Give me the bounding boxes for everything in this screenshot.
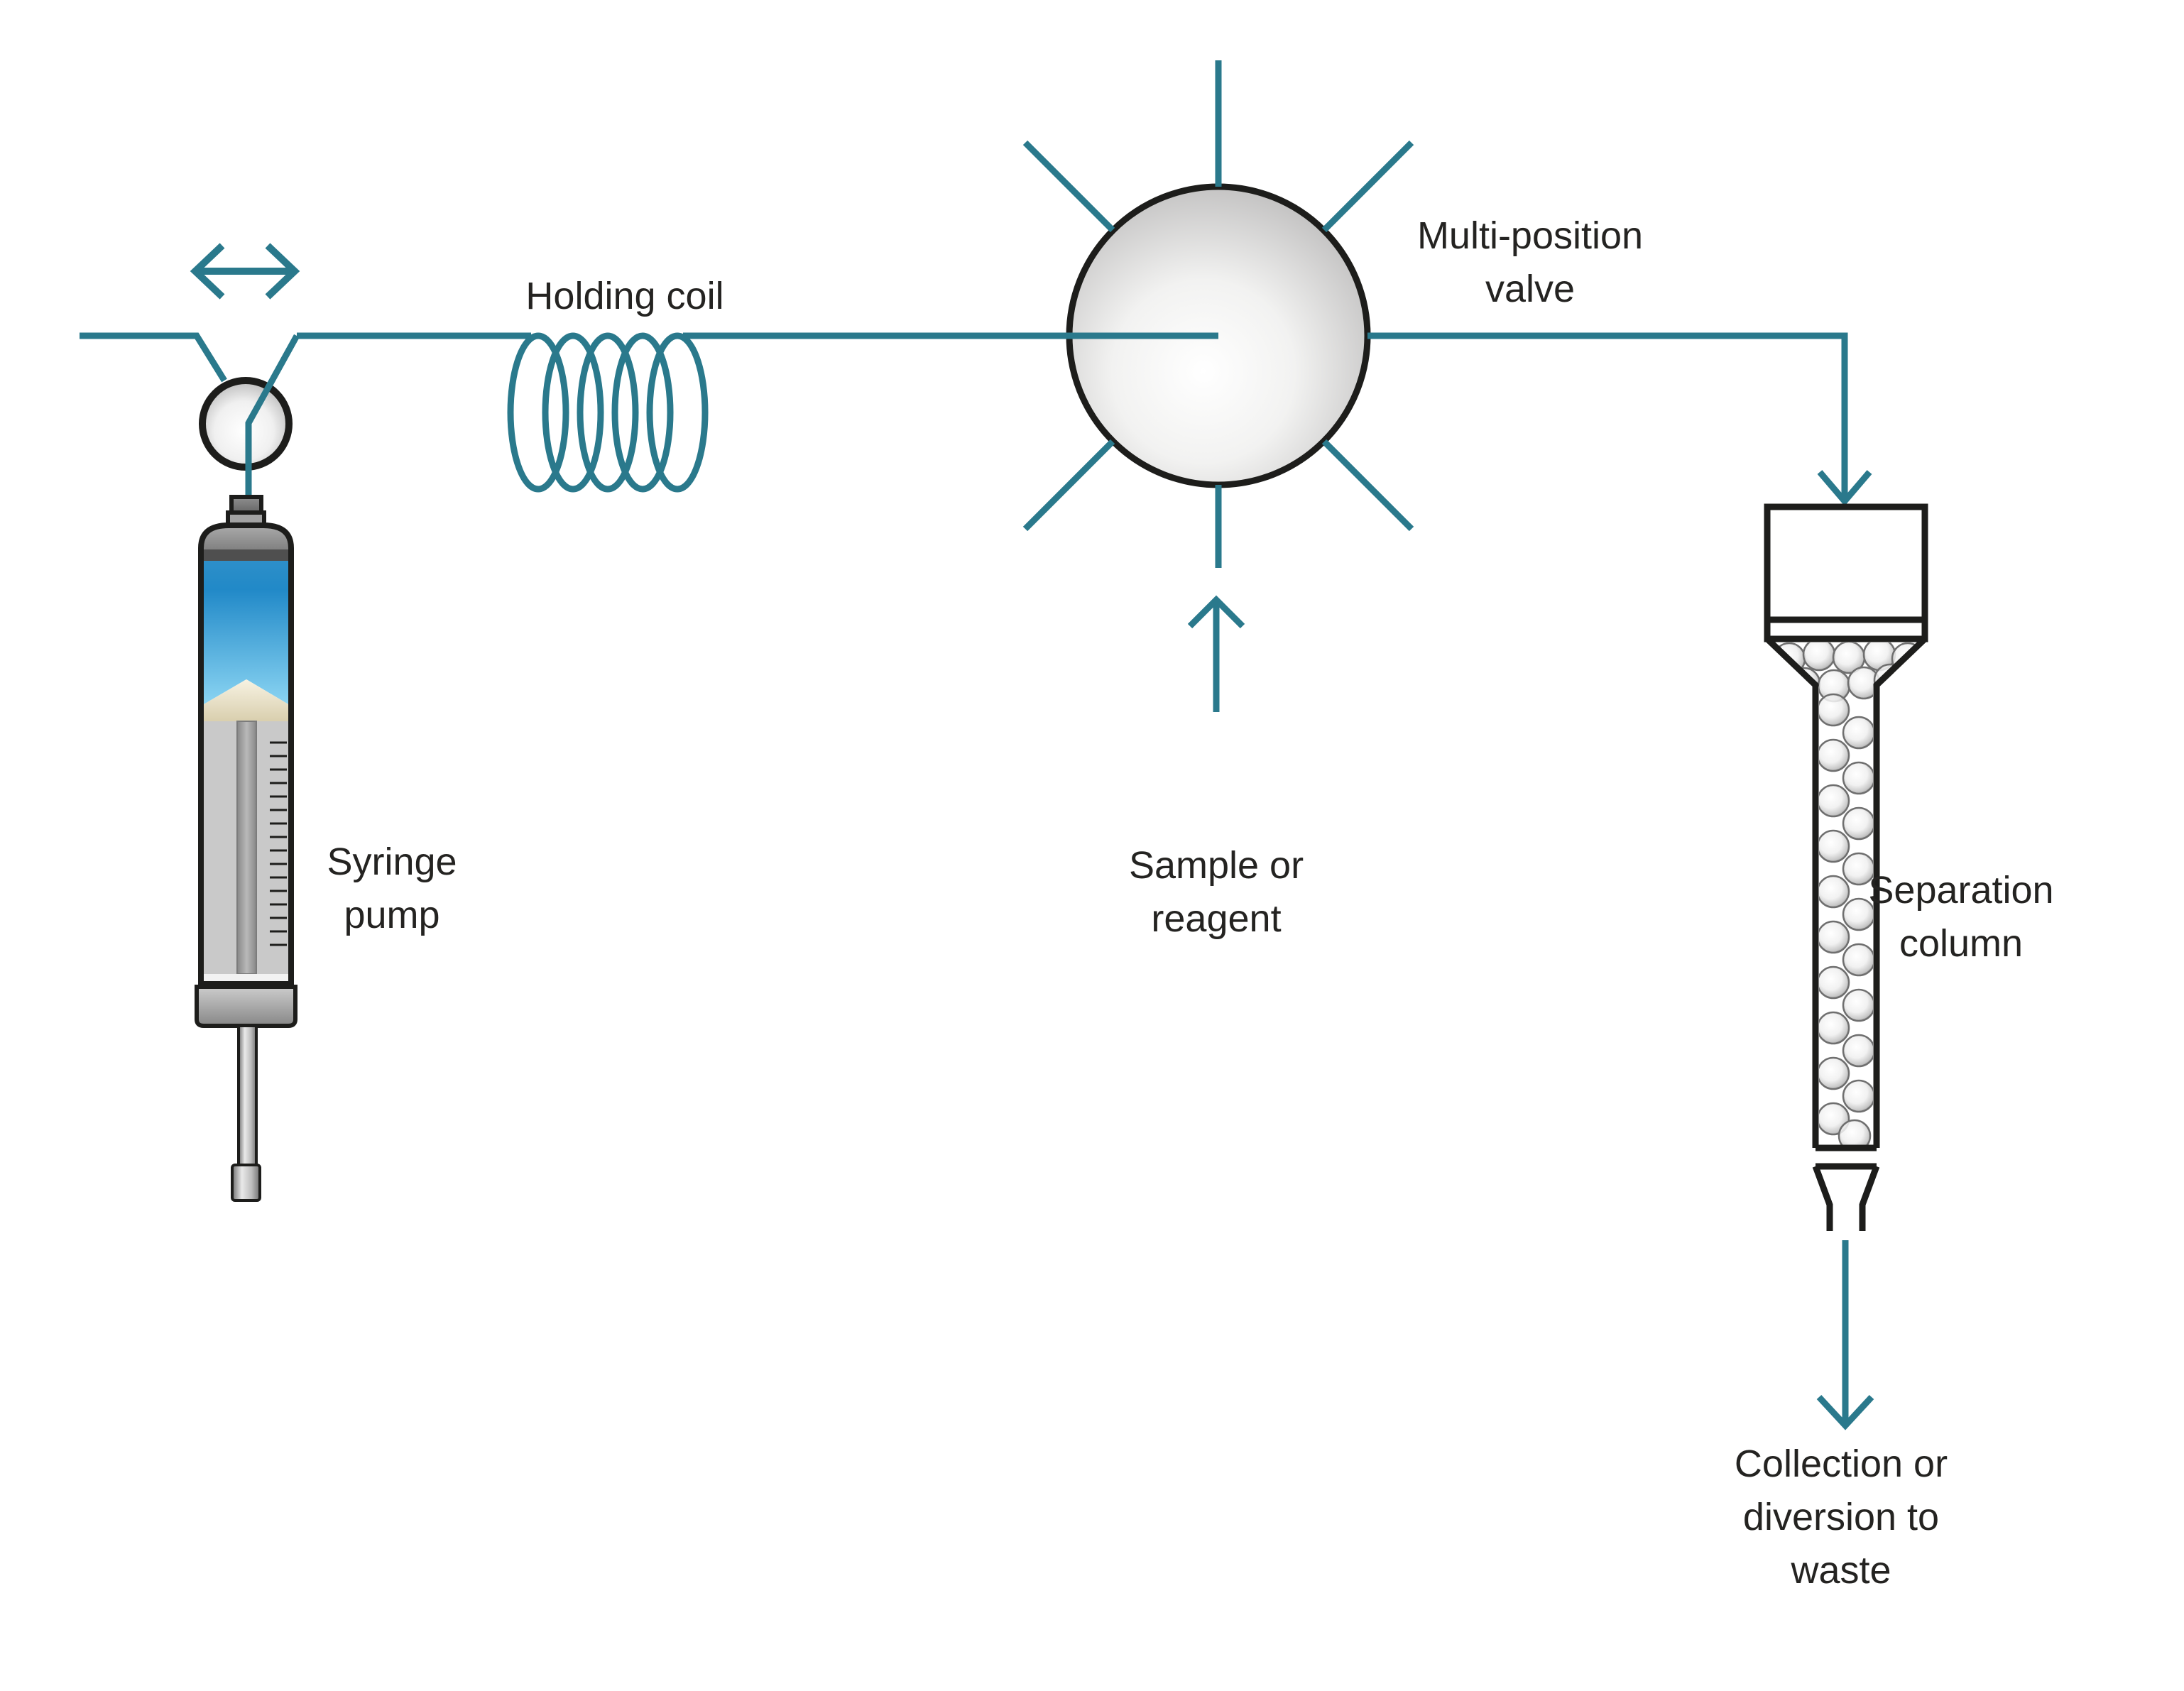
down-arrow-icon (1817, 470, 1872, 506)
syringe-liquid (204, 561, 288, 704)
sample-label-line2: reagent (1151, 897, 1281, 940)
valve-ports (683, 60, 1414, 568)
column-outline (1764, 503, 1928, 1231)
tubing-right (1367, 332, 1872, 506)
collection-label-line1: Collection or (1735, 1443, 1948, 1485)
plunger-rod-through-glass (236, 721, 257, 975)
tube-valve-to-syringe (245, 334, 300, 498)
syringe-barrel-outline (198, 522, 294, 987)
graduation-ticks (270, 741, 287, 946)
left-right-arrow-icon (190, 243, 300, 300)
collection-label-line3: waste (1790, 1549, 1891, 1592)
column-label-line2: column (1899, 922, 2023, 965)
collection-label-line2: diversion to (1743, 1496, 1939, 1538)
piston-rod-tip (231, 1164, 261, 1202)
syringe-pump (190, 243, 300, 1202)
tubing-left (80, 332, 531, 383)
port-line-lower-right (1321, 439, 1414, 532)
sample-inlet (1187, 595, 1245, 712)
column-funnel-and-tube (1764, 636, 1928, 1148)
holding-coil (507, 332, 709, 493)
sample-label-line1: Sample or (1129, 844, 1304, 887)
tube-left-segment (80, 332, 227, 383)
barrel-bottom-band (204, 974, 288, 982)
port-line-upper-right (1321, 140, 1414, 233)
piston-rod (237, 1024, 258, 1166)
column-outlet-flow (1816, 1240, 1874, 1430)
holding-coil-label: Holding coil (525, 275, 724, 317)
syringe-flange (195, 985, 297, 1028)
column-reservoir (1764, 503, 1928, 642)
up-arrow-icon (1187, 595, 1245, 629)
port-line-lower-left (1022, 439, 1115, 532)
tube-to-column (1367, 332, 1848, 497)
column-outlet-taper (1812, 1165, 1880, 1231)
syringe-seal-band (203, 549, 289, 561)
valve-label-line2: valve (1485, 268, 1575, 310)
down-arrow-icon (1816, 1394, 1874, 1430)
syringe-pump-label-line2: pump (344, 894, 439, 936)
port-line-upper-left (1022, 140, 1115, 233)
valve-label-line1: Multi-position (1417, 214, 1643, 257)
plunger-tip (204, 679, 288, 721)
column-label-line1: Separation (1868, 869, 2053, 912)
syringe-pump-label-line1: Syringe (327, 841, 457, 883)
labels: Holding coil Syringe pump Multi-position… (327, 214, 2053, 1592)
